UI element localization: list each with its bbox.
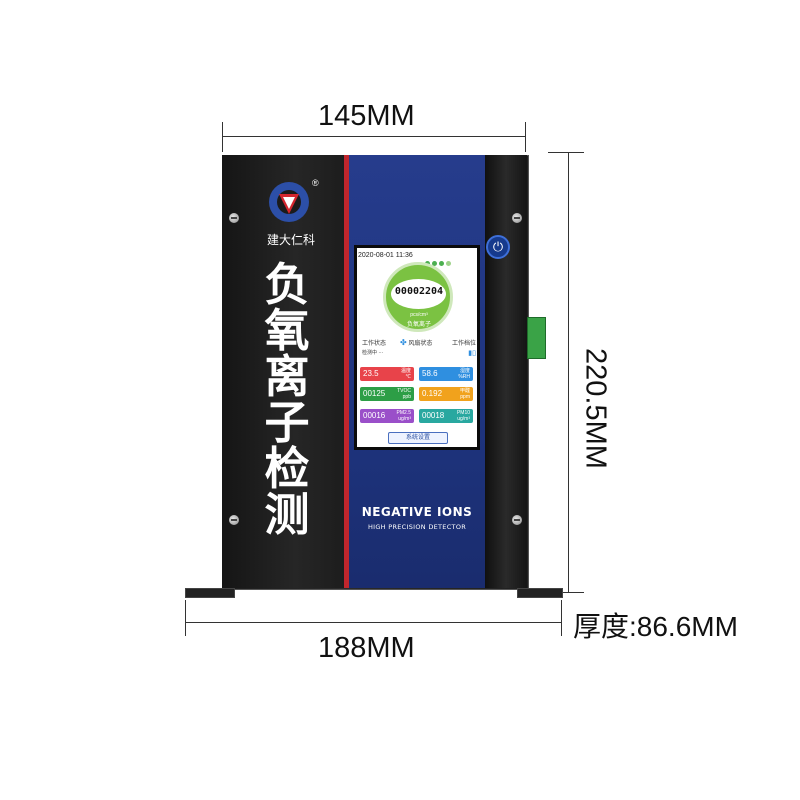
dimension-side-height: 220.5MM <box>579 348 612 469</box>
dimension-top-tick-right <box>525 122 526 152</box>
title-char: 离 <box>264 350 310 403</box>
ion-gauge-inner <box>391 279 446 309</box>
fan-icon: ✤ <box>400 338 407 347</box>
dimension-top-tick-left <box>222 122 223 152</box>
device-vertical-title: 负 氧 离 子 检 测 <box>258 262 316 538</box>
title-char: 子 <box>264 396 310 449</box>
tile-humidity[interactable]: 58.6 湿度%RH <box>419 367 473 381</box>
ion-count: 00002204 <box>394 286 444 297</box>
device-left-panel <box>222 155 344 588</box>
negative-ions-text: NEGATIVE IONS <box>361 505 473 519</box>
fan-status-label: 风扇状态 <box>408 341 433 347</box>
mount-foot-right <box>517 588 563 598</box>
brand-name: 建大仁科 <box>266 233 315 247</box>
tile-value: 00018 <box>422 411 445 420</box>
screen-datetime: 2020-08-01 11:36 <box>358 252 413 259</box>
ion-unit: pcs/cm³ <box>410 312 428 318</box>
terminal-connector <box>527 317 546 359</box>
tile-value: 23.5 <box>363 369 379 378</box>
tile-temperature[interactable]: 23.5 温度℃ <box>360 367 414 381</box>
dimension-depth: 厚度:86.6MM <box>573 611 738 642</box>
screw-icon <box>512 213 522 223</box>
tile-value: 00016 <box>363 411 386 420</box>
screw-icon <box>229 515 239 525</box>
title-char: 氧 <box>264 304 310 357</box>
work-gear-label: 工作档位 <box>451 341 476 347</box>
dimension-side-line <box>568 152 569 592</box>
work-status-value: 检测中 ··· <box>362 350 384 356</box>
system-settings-button[interactable]: 系统设置 <box>388 432 448 444</box>
dimension-top-line <box>222 136 526 137</box>
dimension-bottom-line <box>185 622 561 623</box>
battery-icon: ▮▯ <box>468 350 476 357</box>
dimension-bottom-tick-left <box>185 600 186 636</box>
work-status-label: 工作状态 <box>362 341 387 347</box>
fan-status: ✤ 风扇状态 <box>400 338 440 347</box>
mount-foot-left <box>185 588 235 598</box>
screw-icon <box>512 515 522 525</box>
tile-value: 00125 <box>363 389 386 398</box>
title-char: 检 <box>264 442 310 495</box>
title-char: 测 <box>264 488 310 541</box>
dimension-top-width: 145MM <box>318 100 415 132</box>
screw-icon <box>229 213 239 223</box>
work-status: 工作状态 检测中 ··· <box>362 338 400 356</box>
dimension-bottom-width: 188MM <box>318 632 415 664</box>
dimension-bottom-tick-right <box>561 600 562 636</box>
tile-value: 58.6 <box>422 369 438 378</box>
trademark-symbol: ® <box>312 178 319 188</box>
tile-label: 温度℃ <box>400 368 411 380</box>
status-row: 工作状态 检测中 ··· ✤ 风扇状态 工作档位 ▮▯ <box>360 338 476 360</box>
tile-value: 0.192 <box>422 389 443 398</box>
brand-logo-icon <box>262 178 316 228</box>
ion-label: 负氧离子 <box>406 322 431 328</box>
wifi-dots-icon <box>425 253 465 266</box>
high-precision-detector-text: HIGH PRECISION DETECTOR <box>367 523 467 531</box>
title-char: 负 <box>264 258 310 311</box>
work-gear: 工作档位 ▮▯ <box>442 338 476 357</box>
power-icon[interactable]: ⏻ <box>486 235 510 259</box>
dimension-side-tick-top <box>548 152 584 153</box>
device-red-strip <box>344 155 349 588</box>
dimension-side-tick-bottom <box>548 592 584 593</box>
tile-label: 湿度%RH <box>458 368 470 380</box>
